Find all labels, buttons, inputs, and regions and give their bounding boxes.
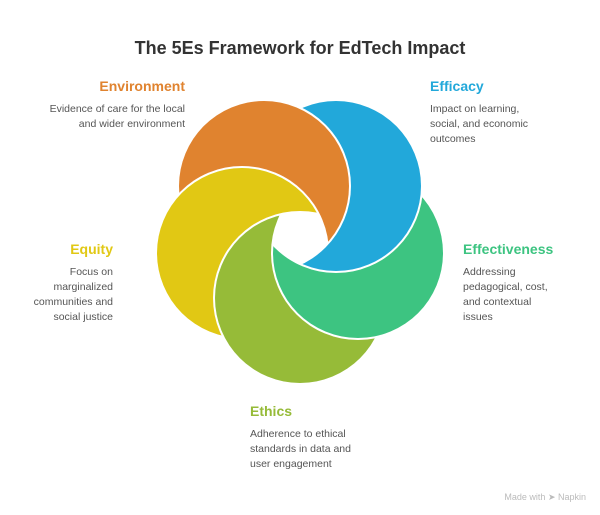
napkin-watermark: Made with ➤ Napkin bbox=[504, 492, 586, 502]
efficacy-label: Efficacy bbox=[430, 78, 484, 94]
effectiveness-block: Effectiveness Addressing pedagogical, co… bbox=[463, 241, 563, 325]
ethics-label: Ethics bbox=[250, 403, 293, 419]
environment-label: Environment bbox=[99, 78, 185, 94]
effectiveness-label: Effectiveness bbox=[463, 241, 554, 257]
environment-desc: Evidence of care for the local and wider… bbox=[49, 103, 185, 130]
ethics-block: Ethics Adherence to ethical standards in… bbox=[250, 403, 365, 472]
page-title: The 5Es Framework for EdTech Impact bbox=[134, 38, 466, 58]
efficacy-desc: Impact on learning, social, and economic… bbox=[430, 103, 529, 145]
equity-segment bbox=[157, 168, 327, 338]
equity-label: Equity bbox=[70, 241, 113, 257]
environment-block: Environment Evidence of care for the loc… bbox=[35, 78, 185, 132]
equity-desc: Focus on marginalized communities and so… bbox=[33, 266, 113, 323]
ethics-desc: Adherence to ethical standards in data a… bbox=[250, 428, 351, 470]
effectiveness-desc: Addressing pedagogical, cost, and contex… bbox=[463, 266, 548, 323]
equity-block: Equity Focus on marginalized communities… bbox=[20, 241, 113, 325]
efficacy-block: Efficacy Impact on learning, social, and… bbox=[430, 78, 550, 147]
